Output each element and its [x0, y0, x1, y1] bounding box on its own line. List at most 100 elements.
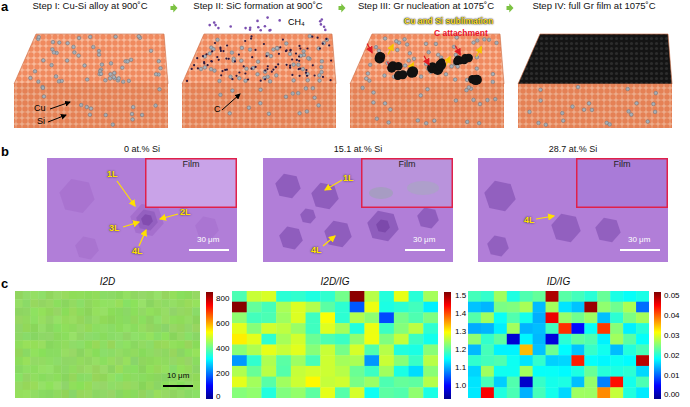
map-pixel — [507, 377, 520, 388]
graphene-island — [472, 75, 482, 85]
si-atom — [291, 92, 295, 96]
carbon-atom — [314, 74, 316, 76]
si-atom — [475, 67, 479, 71]
carbon-atom — [305, 72, 307, 74]
si-atom — [130, 112, 134, 116]
layer-label: 4L — [524, 216, 535, 225]
map-pixel — [23, 365, 31, 374]
si-atom — [305, 110, 309, 114]
map-pixel — [61, 307, 69, 316]
carbon-atom — [286, 64, 288, 66]
map-pixel — [276, 312, 291, 323]
map-pixel — [247, 366, 262, 377]
si-atom — [416, 119, 420, 123]
map-pixel — [92, 291, 100, 300]
map-pixel — [30, 349, 38, 358]
carbon-atom — [275, 66, 277, 68]
map-pixel — [146, 382, 154, 391]
si-atom — [396, 48, 400, 52]
map-pixel — [61, 324, 69, 333]
map-pixel — [350, 355, 365, 366]
si-atom — [154, 73, 158, 77]
map-pixel — [84, 349, 92, 358]
inset-image: Film — [361, 158, 453, 208]
slab-illustration — [514, 16, 674, 130]
si-atom — [652, 102, 656, 106]
map-pixel — [481, 323, 494, 334]
leader-line — [476, 47, 481, 57]
map-pixel — [610, 345, 623, 356]
map-pixel — [247, 312, 262, 323]
map-pixel — [108, 357, 116, 366]
si-atom — [494, 97, 498, 101]
map-pixel — [261, 345, 276, 356]
raman-map-image — [468, 291, 649, 398]
si-atom — [308, 34, 312, 38]
si-atom — [79, 103, 83, 107]
map-pixel — [571, 302, 584, 313]
micrograph-ground — [47, 158, 237, 262]
map-pixel — [481, 366, 494, 377]
map-pixel — [61, 291, 69, 300]
carbon-atom — [216, 56, 218, 58]
carbon-atom — [218, 59, 220, 61]
map-pixel — [185, 390, 193, 398]
map-pixel — [571, 291, 584, 302]
map-pixel — [520, 366, 533, 377]
map-pixel — [571, 366, 584, 377]
map-pixel — [468, 291, 481, 302]
si-atom — [97, 49, 101, 53]
si-atom — [372, 91, 376, 95]
map-pixel — [394, 312, 409, 323]
map-pixel — [185, 307, 193, 316]
carbon-atom — [221, 70, 223, 72]
carbon-atom — [285, 50, 287, 52]
graphene-flake — [376, 219, 390, 232]
map-pixel — [30, 324, 38, 333]
map-pixel — [610, 377, 623, 388]
map-pixel — [610, 366, 623, 377]
map-pixel — [54, 390, 62, 398]
colorbar — [444, 292, 451, 399]
film-patch — [369, 187, 393, 199]
process-step-panel: Step IV: full Gr film at 1075˚C — [514, 1, 674, 131]
si-atom — [395, 39, 399, 43]
map-pixel — [364, 312, 379, 323]
map-pixel — [276, 323, 291, 334]
map-pixel — [291, 323, 306, 334]
map-pixel — [379, 302, 394, 313]
map-pixel — [131, 349, 139, 358]
map-pixel — [571, 355, 584, 366]
map-pixel — [77, 316, 85, 325]
si-atom — [477, 121, 481, 125]
map-pixel — [61, 373, 69, 382]
map-pixel — [584, 377, 597, 388]
graphene-flake — [324, 221, 351, 248]
map-pixel — [320, 345, 335, 356]
si-atom — [325, 38, 329, 42]
map-pixel — [597, 302, 610, 313]
map-pixel — [423, 387, 438, 398]
si-atom — [208, 52, 212, 56]
si-atom — [272, 48, 276, 52]
carbon-atom — [225, 58, 227, 60]
map-pixel — [481, 355, 494, 366]
map-pixel — [38, 390, 46, 398]
carbon-atom — [202, 55, 204, 57]
map-pixel — [423, 345, 438, 356]
map-pixel — [108, 349, 116, 358]
map-pixel — [154, 291, 162, 300]
map-pixel — [636, 334, 649, 345]
si-atom — [256, 72, 260, 76]
si-atom — [478, 102, 482, 106]
process-step-panel: Step II: SiC formation at 900˚CCH₄C — [178, 1, 338, 131]
si-atom — [229, 75, 233, 79]
map-pixel — [115, 340, 123, 349]
si-atom — [590, 108, 594, 112]
si-atom — [456, 65, 460, 69]
map-pixel — [409, 377, 424, 388]
map-pixel — [507, 334, 520, 345]
map-pixel — [520, 387, 533, 398]
map-pixel — [571, 377, 584, 388]
si-atom — [587, 102, 591, 106]
